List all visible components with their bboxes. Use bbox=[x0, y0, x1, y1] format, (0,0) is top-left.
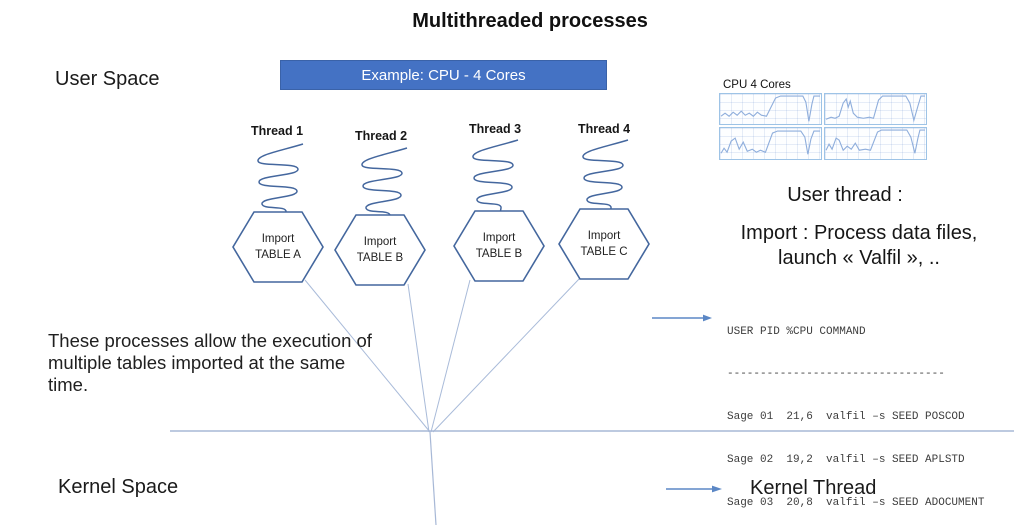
cpu-core-graph-3-wave bbox=[720, 130, 820, 155]
hexagon-import-table-b2-text: Import TABLE B bbox=[453, 210, 545, 282]
terminal-arrow-head bbox=[703, 314, 712, 322]
connector-hex4 bbox=[432, 277, 581, 433]
cpu-core-graph-3 bbox=[719, 127, 822, 160]
terminal-line-process-1: Sage 01 21,6 valfil –s SEED POSCOD bbox=[727, 411, 965, 424]
kernel-call-line bbox=[429, 431, 437, 525]
import-description-line-1: Import : Process data files, bbox=[740, 222, 978, 244]
cpu-usage-monitor bbox=[719, 93, 927, 160]
terminal-line-separator: --------------------------------- bbox=[727, 368, 945, 381]
thread-1-label: Thread 1 bbox=[250, 124, 304, 138]
hex-4-line-1: Import bbox=[587, 230, 621, 242]
import-description-line-2: launch « Valfil », .. bbox=[778, 247, 940, 269]
thread-3-spring-icon bbox=[472, 139, 519, 214]
hexagon-import-table-b1-text: Import TABLE B bbox=[334, 214, 426, 286]
user-thread-heading: User thread : bbox=[787, 184, 903, 206]
thread-4-label: Thread 4 bbox=[577, 122, 631, 136]
hex-1-line-1: Import bbox=[261, 233, 295, 245]
hexagon-import-table-b1 bbox=[334, 214, 426, 286]
hex-2-line-1: Import bbox=[363, 236, 397, 248]
cpu-core-graph-2 bbox=[824, 93, 927, 126]
terminal-line-process-3: Sage 03 20,8 valfil –s SEED ADOCUMENT bbox=[727, 497, 985, 510]
thread-2-label: Thread 2 bbox=[354, 129, 408, 143]
hex-3-line-2: TABLE B bbox=[475, 248, 523, 260]
hex-2-line-2: TABLE B bbox=[356, 252, 404, 264]
hexagon-import-table-c-text: Import TABLE C bbox=[558, 208, 650, 280]
slide-title: Multithreaded processes bbox=[412, 10, 648, 32]
thread-1-spring-icon bbox=[257, 143, 304, 218]
hexagon-import-table-a bbox=[232, 211, 324, 283]
kernel-thread-arrow-icon bbox=[666, 485, 722, 493]
thread-2-spring-icon bbox=[361, 147, 408, 222]
cpu-cores-label: CPU 4 Cores bbox=[723, 79, 791, 91]
import-description: Import : Process data files, launch « Va… bbox=[703, 221, 1014, 271]
cpu-core-graph-2-wave bbox=[825, 95, 925, 123]
hexagon-import-table-c bbox=[558, 208, 650, 280]
cpu-core-graph-4-wave bbox=[825, 129, 925, 154]
hex-4-line-2: TABLE C bbox=[580, 246, 628, 258]
kernel-thread-label: Kernel Thread bbox=[750, 477, 877, 499]
hex-1-line-2: TABLE A bbox=[255, 249, 301, 261]
kernel-thread-arrow-head bbox=[712, 485, 722, 493]
thread-3-label: Thread 3 bbox=[468, 122, 522, 136]
hexagon-import-table-a-text: Import TABLE A bbox=[232, 211, 324, 283]
connector-hex3 bbox=[430, 279, 471, 433]
cpu-core-graph-4 bbox=[824, 127, 927, 160]
connector-hex2 bbox=[407, 283, 430, 433]
terminal-arrow-icon bbox=[652, 314, 712, 322]
cpu-core-graph-1-wave bbox=[720, 95, 820, 122]
example-banner: Example: CPU - 4 Cores bbox=[280, 60, 607, 90]
hexagon-import-table-b2 bbox=[453, 210, 545, 282]
user-space-label: User Space bbox=[55, 68, 160, 90]
hex-3-line-1: Import bbox=[482, 232, 516, 244]
thread-4-spring-icon bbox=[582, 139, 629, 214]
process-description: These processes allow the execution of m… bbox=[48, 330, 372, 395]
kernel-space-label: Kernel Space bbox=[58, 476, 179, 498]
terminal-line-process-2: Sage 02 19,2 valfil –s SEED APLSTD bbox=[727, 454, 965, 467]
terminal-line-header: USER PID %CPU COMMAND bbox=[727, 325, 866, 338]
cpu-core-graph-1 bbox=[719, 93, 822, 126]
terminal-output: USER PID %CPU COMMAND ------------------… bbox=[727, 296, 984, 525]
